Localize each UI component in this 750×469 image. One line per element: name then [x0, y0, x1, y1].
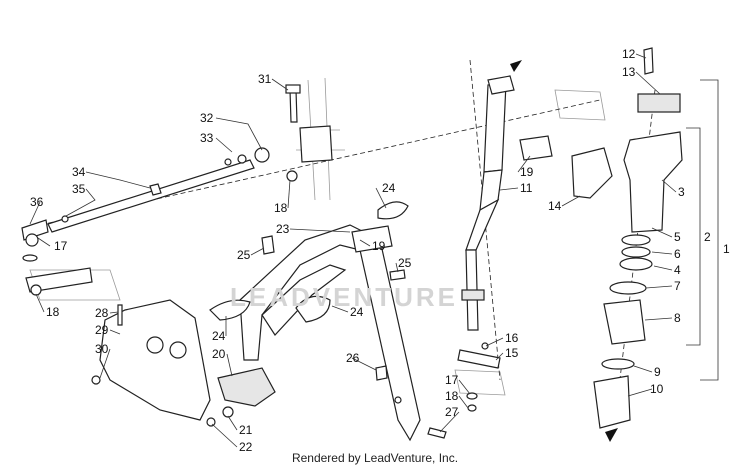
callout-6: 6 [674, 247, 681, 261]
skid-plate [91, 299, 211, 421]
callout-2: 2 [704, 230, 711, 244]
callout-19-upper: 19 [520, 165, 534, 179]
callout-9: 9 [654, 365, 661, 379]
callout-15: 15 [505, 346, 519, 360]
callout-17-left: 17 [54, 239, 68, 253]
callout-4: 4 [674, 263, 681, 277]
callout-31: 31 [258, 72, 272, 86]
footer-credit: Rendered by LeadVenture, Inc. [291, 451, 459, 465]
callout-22: 22 [239, 440, 253, 454]
bracket-lower [351, 225, 393, 253]
callout-20: 20 [212, 347, 226, 361]
steering-shaft [461, 75, 515, 331]
callout-10: 10 [650, 382, 664, 396]
wire-clips [209, 201, 409, 323]
callout-17-lower: 17 [445, 373, 459, 387]
assembly-brackets [686, 79, 719, 381]
arrow-bottom [605, 428, 618, 442]
callout-16: 16 [505, 331, 519, 345]
callout-23: 23 [276, 222, 290, 236]
lower-bracket [206, 367, 276, 427]
callout-3: 3 [678, 185, 685, 199]
callout-12: 12 [622, 47, 636, 61]
callout-30: 30 [95, 342, 109, 356]
callout-7: 7 [674, 279, 681, 293]
callout-14: 14 [548, 199, 562, 213]
callout-33: 33 [200, 131, 214, 145]
callout-21: 21 [239, 423, 253, 437]
callout-24-left: 24 [212, 329, 226, 343]
callout-5: 5 [674, 230, 681, 244]
callout-13: 13 [622, 65, 636, 79]
callout-34: 34 [72, 165, 86, 179]
callout-1: 1 [723, 242, 730, 256]
arrow-top [510, 60, 522, 72]
callout-29: 29 [95, 323, 109, 337]
steering-column [571, 47, 683, 429]
callout-19-lower: 19 [372, 239, 386, 253]
callout-25-left: 25 [237, 248, 251, 262]
callout-18-lower: 18 [445, 389, 459, 403]
bracket-upper [519, 135, 553, 161]
steering-support [239, 224, 421, 442]
tie-rod-end [21, 219, 93, 296]
callout-18-left: 18 [46, 305, 60, 319]
callout-25-right: 25 [398, 256, 412, 270]
watermark-text: LEADVENTURE [230, 282, 459, 312]
callout-labels: 1 2 3 4 5 6 7 8 9 10 11 12 13 14 15 16 1… [30, 47, 730, 454]
callout-24-upper: 24 [382, 181, 396, 195]
callout-18-mid: 18 [274, 201, 288, 215]
callout-24-right: 24 [350, 305, 364, 319]
callout-36: 36 [30, 195, 44, 209]
hardware [375, 342, 501, 439]
callout-35: 35 [72, 182, 86, 196]
callout-26: 26 [346, 351, 360, 365]
tie-rod [47, 147, 270, 233]
callout-11: 11 [520, 181, 533, 195]
leader-lines [29, 53, 677, 448]
callout-8: 8 [674, 311, 681, 325]
callout-32: 32 [200, 111, 214, 125]
bolt-and-bracket [285, 84, 333, 182]
callout-28: 28 [95, 306, 109, 320]
callout-27: 27 [445, 405, 459, 419]
